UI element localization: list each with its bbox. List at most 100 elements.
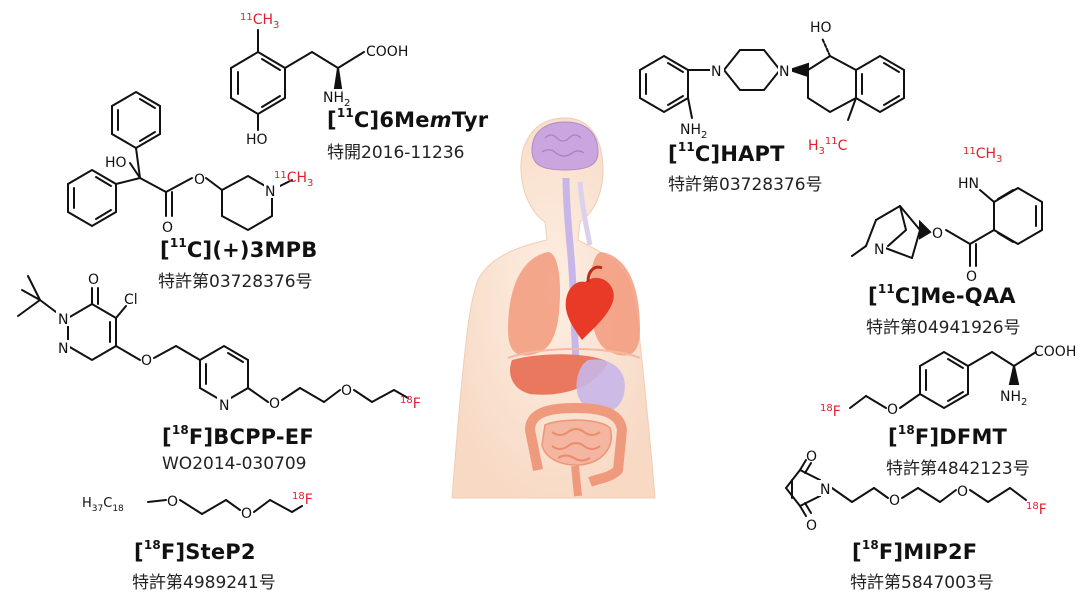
atom-acid: COOH (366, 44, 408, 60)
patent-me-qaa: 特許第04941926号 (866, 318, 1021, 338)
human-body-illustration (451, 117, 656, 499)
atom-subscript: 2 (344, 98, 350, 109)
bond (917, 487, 941, 503)
wedge-bond (1008, 365, 1020, 385)
molecule-step2 (147, 499, 303, 515)
bond (311, 51, 339, 69)
large-intestine (525, 403, 627, 487)
atom-labels-hapt: HO N N NH2 H311C (680, 20, 848, 157)
atom-mask (872, 240, 886, 256)
bond-hydroxyl (821, 37, 831, 57)
atom-labels-step2: H37C18 O O 18F (82, 491, 313, 522)
atom-subscript: 3 (273, 20, 279, 31)
atom-subscript: 18 (112, 504, 124, 514)
atom-mask (818, 480, 832, 496)
bond (945, 229, 971, 245)
atom-labels-6memtyr: 11CH3 COOH NH2 HO (240, 12, 408, 148)
atom-mask (778, 62, 792, 78)
bond (135, 147, 141, 179)
atom-hydroxyl: HO (810, 20, 832, 36)
bond (115, 305, 127, 319)
bond-double (261, 58, 281, 71)
atom-chain-carbon: C (103, 496, 112, 511)
atom-labels-bcpp-ef: O Cl N N O N O O 18F (56, 272, 421, 414)
trachea (577, 181, 593, 246)
atom-labels-mip2f: O O N O O 18F (806, 449, 1047, 534)
small-intestine-folds (551, 428, 601, 462)
atom-chlorine: Cl (124, 292, 138, 308)
bond (299, 387, 325, 403)
bond (225, 499, 241, 511)
bond (27, 275, 41, 301)
patent-dfmt: 特許第4842123号 (886, 459, 1030, 479)
atom-fluorine: F (1039, 502, 1047, 518)
bond-bridge (899, 205, 921, 231)
bond-ring (230, 50, 286, 116)
svg-text:11CH3: 11CH3 (963, 146, 1002, 165)
bond-methyl (847, 97, 857, 121)
bond-carbonyl (799, 505, 807, 517)
bond-double (997, 189, 1014, 200)
compound-name-hapt: [11C]HAPT (668, 140, 785, 166)
atom-nitrogen: N (711, 64, 721, 80)
patent-3mpb: 特許第03728376号 (158, 272, 313, 292)
atom-hydroxyl: HO (246, 132, 268, 148)
bond (969, 229, 995, 245)
bond (987, 487, 1011, 503)
svg-text:18F: 18F (820, 403, 841, 420)
atom-isotope-mass: 11 (274, 170, 287, 181)
molecule-me-qaa (851, 186, 1043, 267)
bond-double (667, 95, 684, 106)
svg-text:NH2: NH2 (680, 122, 707, 141)
atom-amine: HN (958, 176, 979, 192)
atom-isotope-mass: 18 (292, 491, 305, 502)
bond-double (95, 209, 112, 220)
bond (147, 499, 167, 503)
bond (179, 499, 203, 515)
svg-text:18F: 18F (400, 395, 421, 412)
svg-text:18F: 18F (292, 491, 313, 508)
bond-ring-tetralin (807, 54, 857, 114)
bond (247, 387, 269, 403)
atom-acid: COOH (1034, 344, 1076, 360)
heart-vessel (586, 265, 603, 283)
bond (115, 177, 141, 185)
bond (139, 177, 167, 193)
bond-double (227, 352, 244, 363)
atom-nitrogen: N (265, 184, 275, 200)
bond-ring-pyridazinone (67, 302, 117, 362)
bond (205, 177, 223, 191)
bond-bridge (851, 245, 867, 257)
bond (371, 389, 395, 403)
atom-fluorine: F (413, 396, 421, 412)
atom-oxygen: O (194, 172, 205, 188)
patent-bcpp-ef: WO2014-030709 (162, 454, 307, 474)
atom-subscript: 2 (1021, 397, 1027, 408)
compound-name-6memtyr: [11C]6MemTyr (327, 106, 489, 132)
bond-double (997, 232, 1014, 243)
bond-bridge (899, 205, 907, 231)
atom-isotope-mass: 18 (820, 403, 833, 414)
atom-subscript: 3 (819, 146, 825, 157)
atom-amine: NH (323, 90, 344, 106)
atom-oxygen: O (269, 396, 280, 412)
lung-right (590, 252, 640, 356)
patent-hapt: 特許第03728376号 (668, 175, 823, 195)
atom-fluorine: F (833, 404, 841, 420)
bond (991, 351, 1015, 367)
atom-subscript: 37 (92, 504, 103, 514)
svg-text:11CH3: 11CH3 (240, 12, 279, 31)
atom-fluorine: F (305, 492, 313, 508)
bond (175, 345, 201, 361)
bond-ring-phenyl (67, 168, 117, 228)
atom-subscript: 3 (307, 178, 313, 189)
brain (531, 121, 599, 171)
atom-oxygen: O (241, 506, 252, 522)
bond (831, 487, 853, 503)
svg-text:18F: 18F (1026, 501, 1047, 518)
atom-oxygen: O (162, 220, 173, 236)
bond-double (261, 95, 281, 108)
bond-double (947, 391, 964, 402)
atom-labels-3mpb: HO O O N 11CH3 (105, 155, 313, 236)
